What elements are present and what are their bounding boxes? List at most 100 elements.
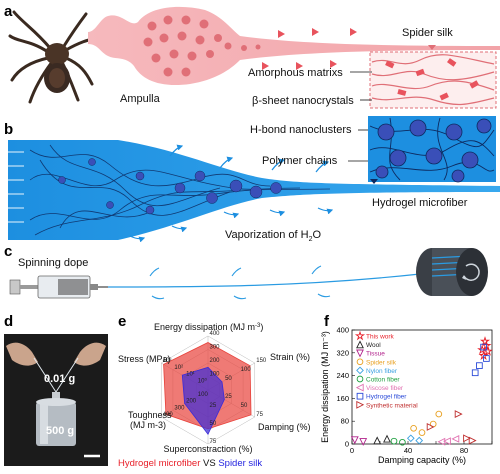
data-point [373,436,382,445]
radar-axis-label: Stress (MPa) [118,354,171,364]
data-point [390,437,398,445]
hbond-label: H-bond nanoclusters [250,124,352,136]
dope-label: Spinning dope [18,257,88,269]
radar-scale-label: 50 [241,403,248,409]
data-point [463,434,472,443]
zoom-marker-a [428,45,436,50]
legend-label: Wool [366,342,381,349]
legend-label: Viscose fiber [366,385,404,392]
panel-c-letter: c [4,243,12,260]
zoom-marker-b [370,179,378,184]
spider-illustration [8,10,98,104]
ampulla-label: Ampulla [120,93,161,105]
spider-silk-label: Spider silk [402,27,453,39]
legend-marker [356,366,364,375]
y-tick-label: 160 [336,394,349,403]
radar-axis-label: Energy dissipation (MJ m-3) [154,322,263,332]
radar-scale-label: 25 [225,394,232,400]
data-point [399,438,406,446]
vapor-label: Vaporization of H2O [225,229,321,243]
radar-scale-label: 400 [163,412,174,418]
radar-silk-polygon [181,366,225,436]
panel-b-letter: b [4,121,13,138]
amorphous-label: Amorphous matrixs [248,67,343,79]
silk-structure-inset [369,51,497,109]
radar-scale-label: 50 [210,421,217,427]
radar-scale-label: 150 [256,358,267,364]
radar-scale-label: 10¹ [186,372,195,378]
radar-scale-label: 10³ [163,358,172,364]
radar-scale-label: 300 [174,405,185,411]
panel-e: e Hydrogel microfiber VS Spider silk 100… [118,313,311,469]
data-point [454,410,463,419]
radar-scale-label: 50 [225,376,232,382]
radar-scale-label: 25 [210,403,217,409]
radar-scale-label: 10⁰ [198,377,208,384]
radar-axis-label: Superconstraction (%) [163,444,252,454]
vapor-arrows-c [149,265,331,300]
panel-e-letter: e [118,313,126,330]
radar-scale-label: 100 [198,392,209,398]
data-point [480,343,487,351]
data-point [442,437,451,446]
data-point [426,422,435,431]
data-point [350,436,359,445]
weight-small-label: 0.01 g [44,373,75,385]
radar-scale-label: 200 [210,358,221,364]
microfiber-label: Hydrogel microfiber [372,197,468,209]
x-axis-label: Damping capacity (%) [378,455,466,465]
radar-scale-label: 10² [174,365,183,371]
spinning-channel [8,140,500,243]
panel-c: c Spinning dope [4,243,488,300]
legend-marker [356,340,364,349]
legend-marker [356,375,364,383]
legend-label: Synthetic material [366,402,418,409]
radar-axis-label: Toughness(MJ m-3) [128,410,172,430]
hydrogel-structure-inset [368,116,496,183]
radar-scale-label: 75 [256,412,263,418]
y-tick-label: 80 [341,417,349,426]
radar-scale-label: 200 [186,399,197,405]
syringe [9,275,108,299]
panel-a-letter: a [4,3,13,20]
polymer-label: Polymer chains [262,155,338,167]
x-tick-label: 0 [350,446,354,455]
legend-marker [356,392,364,400]
data-point [477,344,488,355]
data-point [410,424,417,432]
data-point [418,429,426,436]
legend-label: Hydrogel fiber [366,394,407,401]
legend-marker [354,330,366,341]
radar-caption: Hydrogel microfiber VS Spider silk [118,458,262,469]
data-point [468,436,477,445]
hands-photo [6,342,106,366]
data-point [383,434,391,443]
x-tick-label: 40 [404,446,412,455]
legend-label: Nylon fiber [366,368,398,375]
radar-scale-label: 100 [241,367,252,373]
legend-marker [356,400,365,409]
data-point [437,437,446,446]
legend-marker [356,358,364,366]
panel-a: a [4,3,500,109]
legend-label: This work [366,334,395,341]
radar-scale-label: 75 [210,439,217,445]
y-tick-label: 400 [336,326,349,335]
legend-marker [356,349,364,358]
data-point [476,362,483,369]
y-tick-label: 240 [336,371,349,380]
panel-d: d 0.01 g 500 g [4,313,108,466]
ampulla-gland [88,6,500,86]
weight-large-label: 500 g [46,425,74,437]
y-axis-label: Energy dissipation (MJ m⁻³) [320,331,330,443]
data-point [359,438,368,446]
data-point [471,369,479,377]
radar-axis-label: Damping (%) [258,422,311,432]
panel-d-letter: d [4,313,13,330]
panel-b: b [4,116,500,243]
x-tick-label: 80 [460,446,468,455]
y-tick-label: 320 [336,348,349,357]
fiber-line [107,273,421,288]
